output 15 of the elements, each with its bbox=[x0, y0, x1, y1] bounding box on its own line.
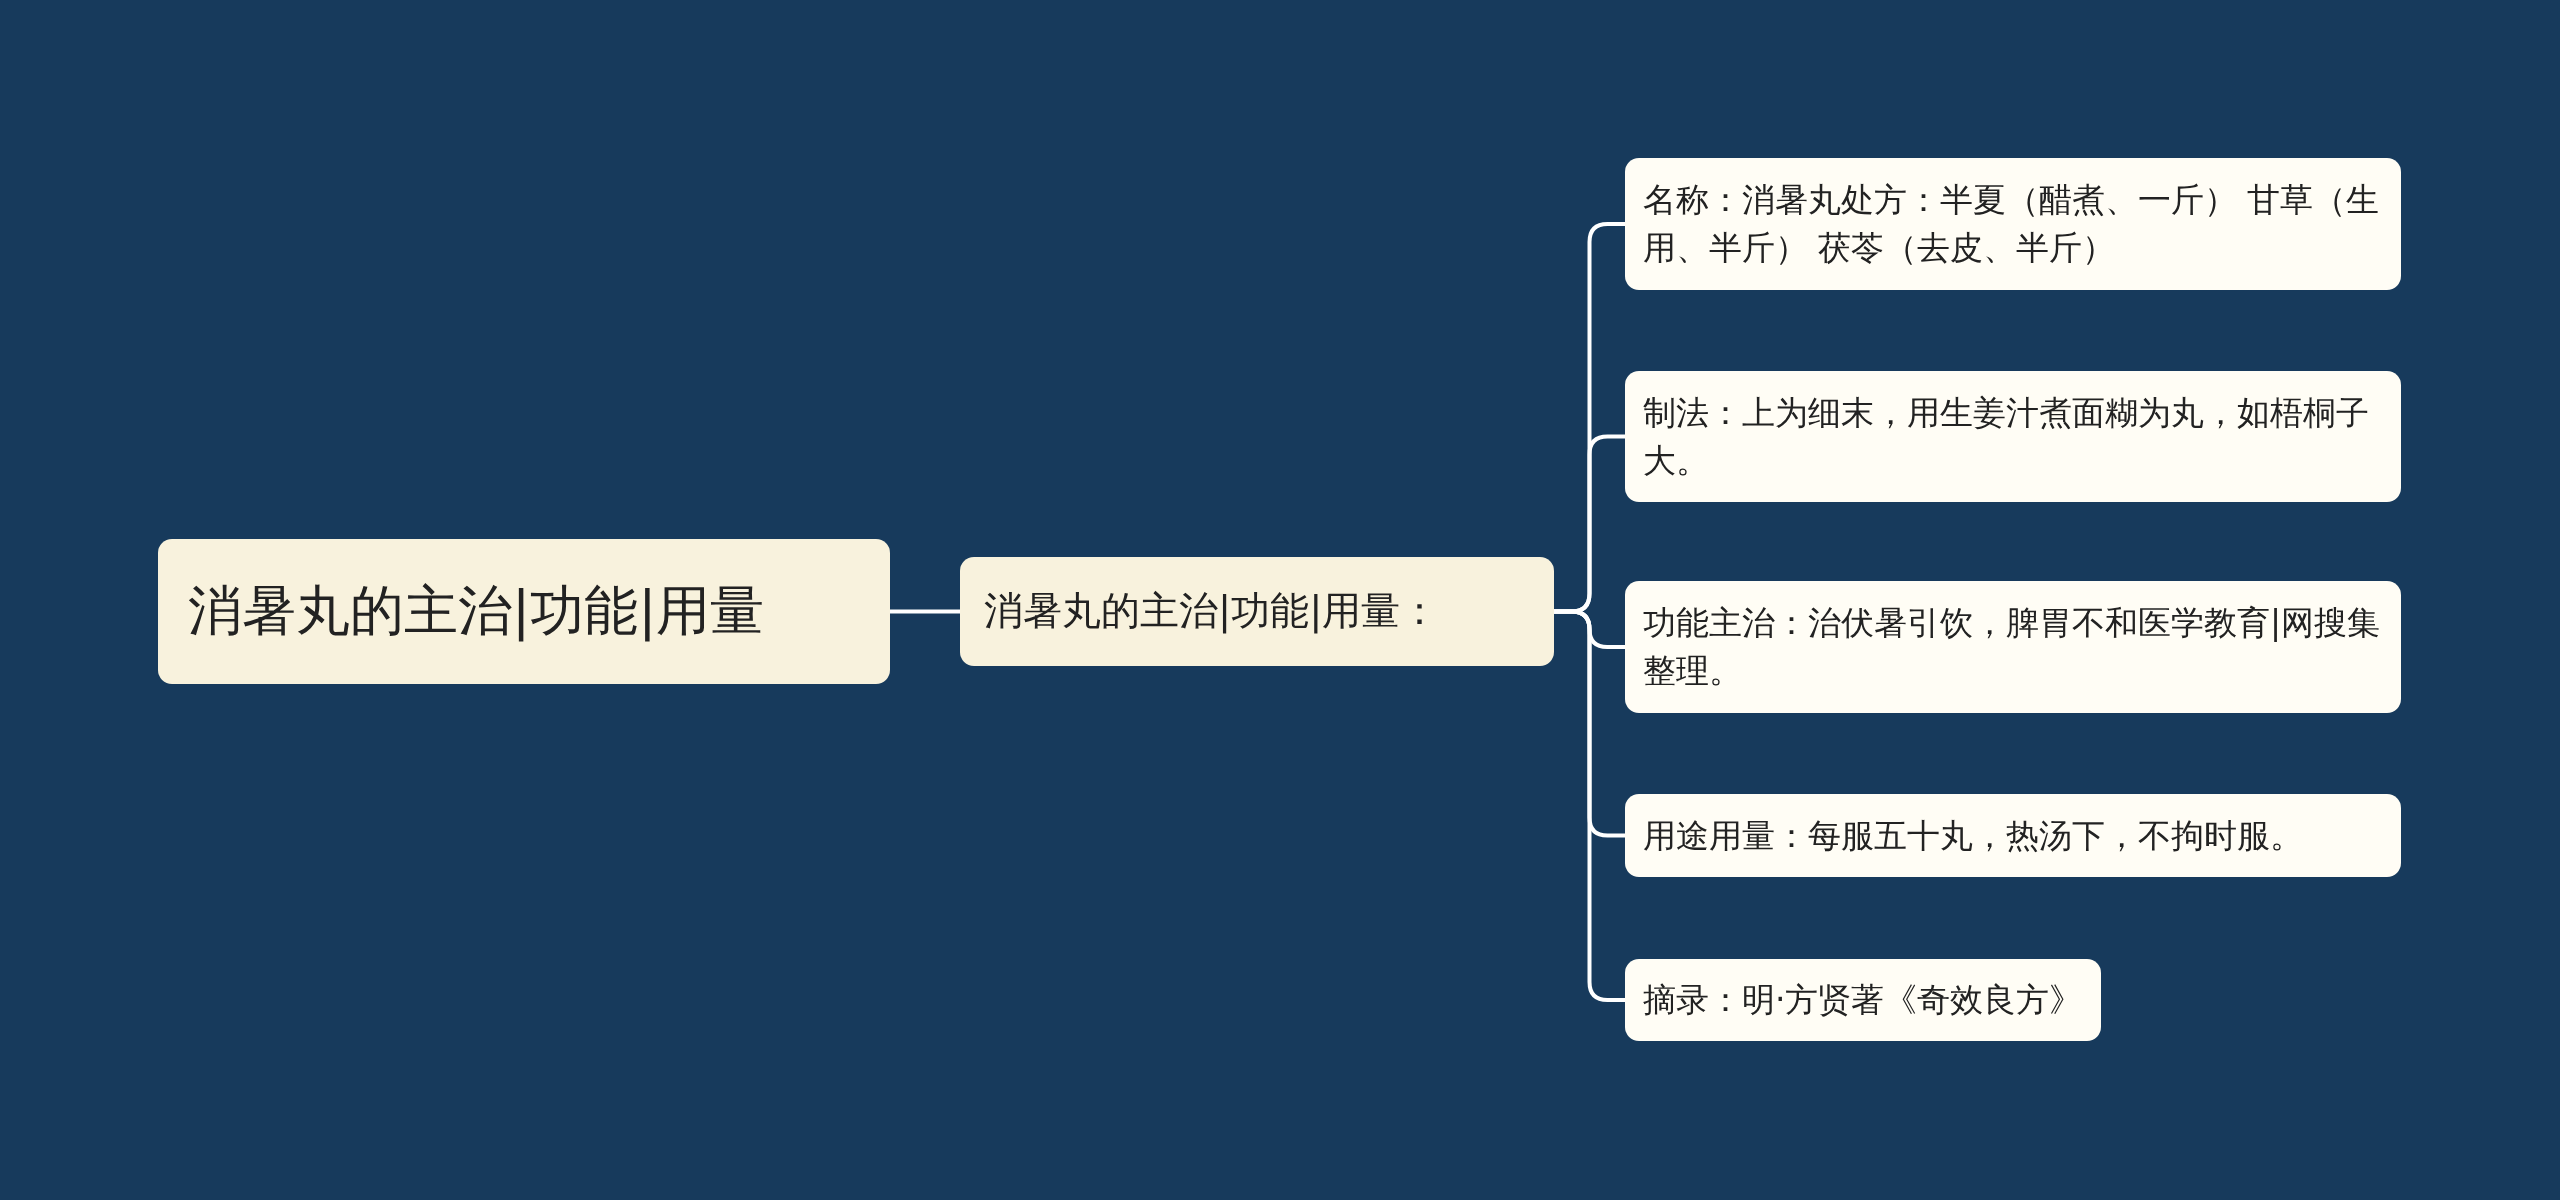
topic-text: 消暑丸的主治|功能|用量 bbox=[188, 578, 765, 645]
topic-card bbox=[1625, 371, 2401, 502]
topic-text: 制法：上为细末，用生姜汁煮面糊为丸，如梧桐子大。 bbox=[1643, 391, 2370, 482]
topic-card bbox=[1625, 794, 2401, 877]
topic-text: 用途用量：每服五十丸，热汤下，不拘时服。 bbox=[1643, 814, 2303, 857]
topic-card bbox=[1625, 581, 2401, 713]
topic-text: 摘录：明·方贤著《奇效良方》 bbox=[1643, 979, 2083, 1022]
subtopic-card bbox=[960, 557, 1554, 666]
topic-card bbox=[1625, 158, 2401, 290]
topic-text: 功能主治：治伏暑引饮，脾胃不和医学教育|网搜集整理。 bbox=[1643, 602, 2382, 692]
topic-card bbox=[1625, 959, 2101, 1041]
topic-text: 名称：消暑丸处方：半夏（醋煮、一斤） 甘草（生用、半斤） 茯苓（去皮、半斤） bbox=[1643, 179, 2381, 269]
topic-text: 消暑丸的主治|功能|用量： bbox=[984, 587, 1440, 636]
root-topic-card bbox=[158, 539, 890, 684]
connector-line bbox=[890, 609, 960, 614]
